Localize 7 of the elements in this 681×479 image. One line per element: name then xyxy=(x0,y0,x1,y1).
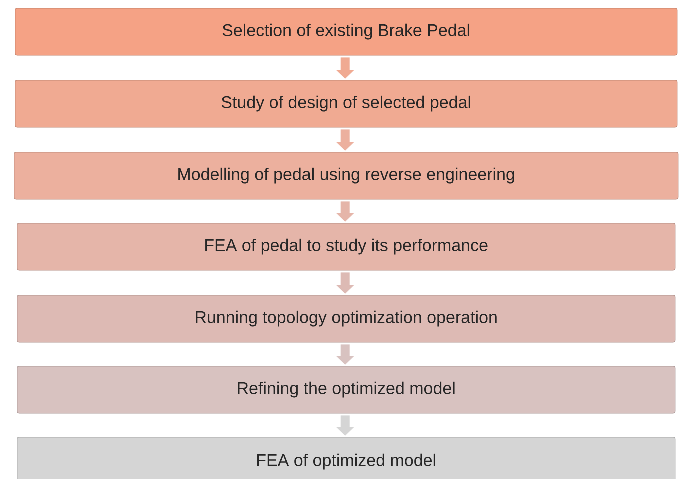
process-box: Refining the optimized model xyxy=(17,366,676,414)
process-box: Running topology optimization operation xyxy=(17,295,676,343)
process-box: FEA of optimized model xyxy=(17,437,676,479)
process-box: Modelling of pedal using reverse engineering xyxy=(14,152,679,200)
process-box: Study of design of selected pedal xyxy=(15,80,678,128)
process-box: FEA of pedal to study its performance xyxy=(17,223,676,271)
process-box: Selection of existing Brake Pedal xyxy=(15,8,678,56)
